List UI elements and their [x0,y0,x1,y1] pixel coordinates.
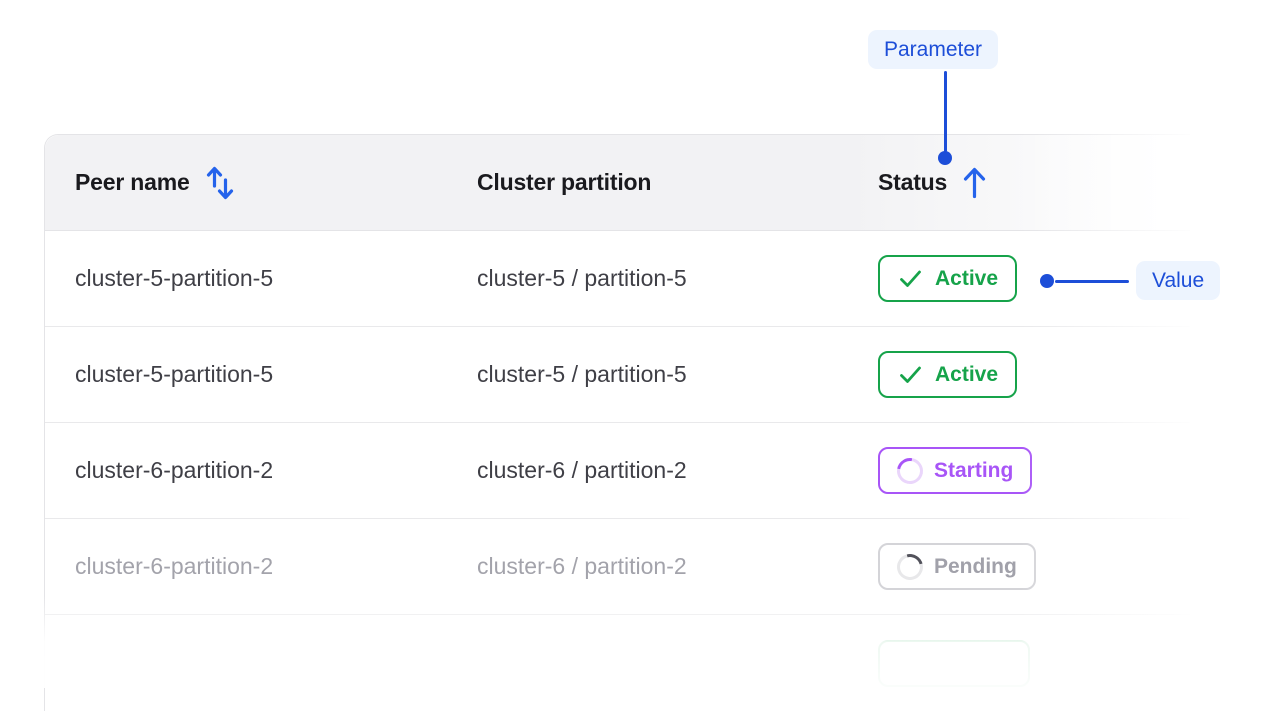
check-icon [897,265,924,292]
status-cell: Starting [878,447,1190,494]
check-icon [897,361,924,388]
peer-name-cell: cluster-5-partition-5 [75,265,274,291]
column-header-label: Cluster partition [477,169,652,195]
value-callout-label: Value [1136,261,1221,301]
table-header-row: Peer name Cluster partition Status [45,135,1190,231]
status-badge-active: Active [878,351,1018,398]
status-badge-label: Active [935,267,999,290]
status-badge-label: Active [935,363,999,386]
spinner-icon [892,548,928,585]
status-badge-pending: Pending [878,543,1036,590]
cluster-partition-cell: cluster-6 / partition-2 [477,457,687,483]
status-badge-label: Pending [934,555,1017,578]
status-cell: Active [878,255,1190,302]
table-row-partial [45,615,1190,711]
status-cell: Pending [878,543,1190,590]
status-badge-faded [878,639,1030,687]
table-row: cluster-5-partition-5 cluster-5 / partit… [45,327,1190,423]
peer-name-cell: cluster-6-partition-2 [75,553,274,579]
parameter-callout-line [944,71,947,152]
peer-name-cell: cluster-6-partition-2 [75,457,274,483]
cluster-partition-cell: cluster-5 / partition-5 [477,265,687,291]
spinner-icon [891,452,929,489]
parameter-callout-label: Parameter [868,30,999,70]
cluster-partition-cell: cluster-6 / partition-2 [477,553,687,579]
column-header-cluster-partition[interactable]: Cluster partition [477,169,878,196]
column-header-peer-name[interactable]: Peer name [75,164,477,202]
status-badge-starting: Starting [878,447,1033,494]
status-cell: Active [878,351,1190,398]
column-header-status[interactable]: Status [878,166,1190,199]
table-row: cluster-6-partition-2 cluster-6 / partit… [45,423,1190,519]
peers-table: Peer name Cluster partition Status clust… [44,134,1190,711]
parameter-callout-dot [938,151,952,165]
column-header-label: Peer name [75,169,190,195]
column-header-label: Status [878,169,948,195]
sort-ascending-icon[interactable] [962,166,987,199]
table-row: cluster-6-partition-2 cluster-6 / partit… [45,519,1190,615]
sort-up-down-icon[interactable] [205,164,235,202]
status-badge-active: Active [878,255,1018,302]
status-badge-label: Starting [934,459,1014,482]
value-callout-dot [1040,274,1054,288]
peer-name-cell: cluster-5-partition-5 [75,361,274,387]
status-cell [878,639,1190,687]
cluster-partition-cell: cluster-5 / partition-5 [477,361,687,387]
value-callout-line [1055,280,1129,283]
table-row: cluster-5-partition-5 cluster-5 / partit… [45,231,1190,327]
